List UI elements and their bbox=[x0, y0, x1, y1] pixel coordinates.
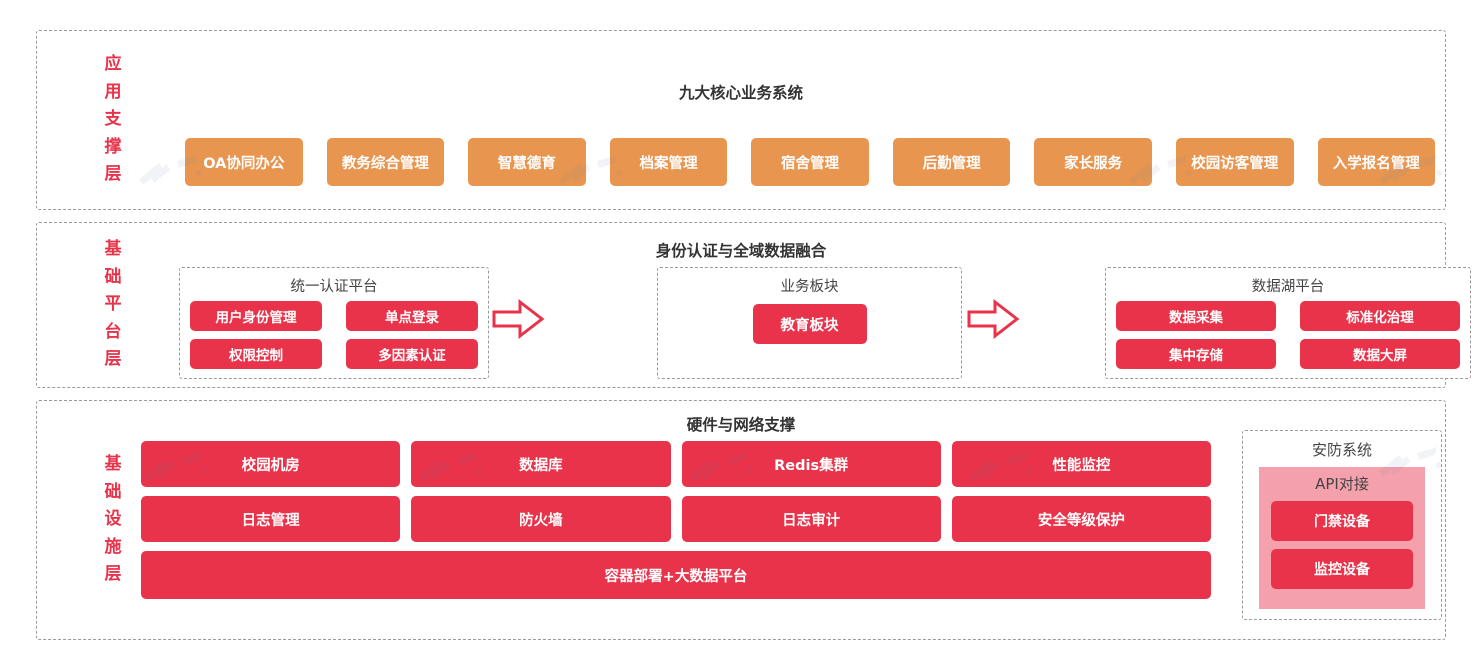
layer-label-char: 基 bbox=[104, 454, 122, 475]
lake-chip-data-dashboard[interactable]: 数据大屏 bbox=[1300, 339, 1460, 369]
auth-chip-mfa[interactable]: 多因素认证 bbox=[346, 339, 478, 369]
layer-label-char: 平 bbox=[104, 294, 122, 315]
biz-chip-education[interactable]: 教育板块 bbox=[752, 304, 867, 344]
infra-chip-container-bigdata[interactable]: 容器部署+大数据平台 bbox=[141, 551, 1211, 599]
app-chip-visitor[interactable]: 校园访客管理 bbox=[1175, 138, 1294, 186]
infrastructure-chip-grid: 校园机房 数据库 Redis集群 性能监控 日志管理 防火墙 日志审计 安全等级… bbox=[141, 441, 1211, 542]
business-chip-wrap: 教育板块 bbox=[658, 304, 961, 344]
layer-label-char: 台 bbox=[104, 321, 122, 342]
auth-chip-permission[interactable]: 权限控制 bbox=[190, 339, 322, 369]
panel-title-security-system: 安防系统 bbox=[1311, 441, 1372, 459]
panel-title-data-lake: 数据湖平台 bbox=[1251, 279, 1325, 295]
lake-chip-central-storage[interactable]: 集中存储 bbox=[1116, 339, 1276, 369]
api-integration-title: API对接 bbox=[1315, 475, 1369, 493]
layer-infrastructure: 基 础 设 施 层 硬件与网络支撑 校园机房 数据库 Redis集群 性能监控 … bbox=[36, 400, 1446, 640]
lake-chip-data-collection[interactable]: 数据采集 bbox=[1116, 301, 1276, 331]
panel-unified-auth: 统一认证平台 用户身份管理 单点登录 权限控制 多因素认证 bbox=[179, 267, 489, 379]
auth-chip-sso[interactable]: 单点登录 bbox=[346, 301, 478, 331]
layer-label-char: 层 bbox=[104, 564, 122, 585]
layer-title-platform: 身份认证与全域数据融合 bbox=[655, 242, 827, 260]
layer-label-char: 础 bbox=[104, 266, 122, 287]
layer-label-char: 设 bbox=[104, 509, 122, 530]
layer-label-char: 层 bbox=[104, 164, 122, 185]
infra-chip-firewall[interactable]: 防火墙 bbox=[411, 496, 671, 542]
auth-chip-user-identity[interactable]: 用户身份管理 bbox=[190, 301, 322, 331]
infra-chip-security-grade[interactable]: 安全等级保护 bbox=[951, 496, 1211, 542]
layer-base-platform: 基 础 平 台 层 身份认证与全域数据融合 统一认证平台 用户身份管理 单点登录… bbox=[36, 222, 1471, 388]
layer-label-infrastructure: 基 础 设 施 层 bbox=[93, 401, 133, 639]
layer-title-infrastructure: 硬件与网络支撑 bbox=[686, 416, 796, 434]
infra-chip-performance-monitor[interactable]: 性能监控 bbox=[951, 441, 1211, 487]
data-lake-chip-grid: 数据采集 标准化治理 集中存储 数据大屏 bbox=[1116, 301, 1460, 369]
panel-security-system: 安防系统 API对接 门禁设备 监控设备 bbox=[1242, 430, 1442, 620]
layer-label-char: 础 bbox=[104, 481, 122, 502]
app-chip-logistics[interactable]: 后勤管理 bbox=[892, 138, 1011, 186]
panel-data-lake: 数据湖平台 数据采集 标准化治理 集中存储 数据大屏 bbox=[1105, 267, 1471, 379]
panel-business-module: 业务板块 教育板块 bbox=[657, 267, 962, 379]
app-chip-parent-service[interactable]: 家长服务 bbox=[1034, 138, 1152, 186]
api-integration-box: API对接 门禁设备 监控设备 bbox=[1259, 467, 1425, 609]
layer-label-char: 基 bbox=[104, 239, 122, 260]
arrow-right-icon bbox=[490, 297, 546, 341]
app-chip-archive[interactable]: 档案管理 bbox=[609, 138, 728, 186]
layer-label-application: 应 用 支 撑 层 bbox=[93, 31, 133, 209]
panel-title-business-module: 业务板块 bbox=[780, 279, 839, 295]
layer-label-platform: 基 础 平 台 层 bbox=[93, 223, 133, 387]
lake-chip-standardization[interactable]: 标准化治理 bbox=[1300, 301, 1460, 331]
application-chip-row: OA协同办公 教务综合管理 智慧德育 档案管理 宿舍管理 后勤管理 家长服务 校… bbox=[185, 138, 1436, 186]
unified-auth-chip-grid: 用户身份管理 单点登录 权限控制 多因素认证 bbox=[190, 301, 478, 369]
layer-title-application: 九大核心业务系统 bbox=[678, 84, 803, 102]
security-chip-surveillance[interactable]: 监控设备 bbox=[1271, 549, 1413, 589]
app-chip-academic[interactable]: 教务综合管理 bbox=[326, 138, 445, 186]
security-chip-access-control[interactable]: 门禁设备 bbox=[1271, 501, 1413, 541]
infra-chip-database[interactable]: 数据库 bbox=[411, 441, 671, 487]
infra-chip-campus-datacenter[interactable]: 校园机房 bbox=[141, 441, 401, 487]
app-chip-moral-education[interactable]: 智慧德育 bbox=[468, 138, 586, 186]
infra-chip-log-audit[interactable]: 日志审计 bbox=[681, 496, 941, 542]
layer-label-char: 层 bbox=[104, 349, 122, 370]
layer-label-char: 撑 bbox=[104, 136, 122, 157]
layer-label-char: 应 bbox=[104, 54, 122, 75]
infra-chip-redis-cluster[interactable]: Redis集群 bbox=[681, 441, 941, 487]
layer-label-char: 施 bbox=[104, 536, 122, 557]
panel-title-unified-auth: 统一认证平台 bbox=[290, 279, 378, 295]
infra-chip-log-management[interactable]: 日志管理 bbox=[141, 496, 401, 542]
app-chip-enrollment[interactable]: 入学报名管理 bbox=[1317, 138, 1436, 186]
layer-application-support: 应 用 支 撑 层 九大核心业务系统 OA协同办公 教务综合管理 智慧德育 档案… bbox=[36, 30, 1446, 210]
app-chip-dormitory[interactable]: 宿舍管理 bbox=[751, 138, 869, 186]
layer-label-char: 用 bbox=[104, 81, 122, 102]
layer-label-char: 支 bbox=[104, 109, 122, 130]
arrow-right-icon bbox=[965, 297, 1021, 341]
app-chip-oa[interactable]: OA协同办公 bbox=[185, 138, 303, 186]
